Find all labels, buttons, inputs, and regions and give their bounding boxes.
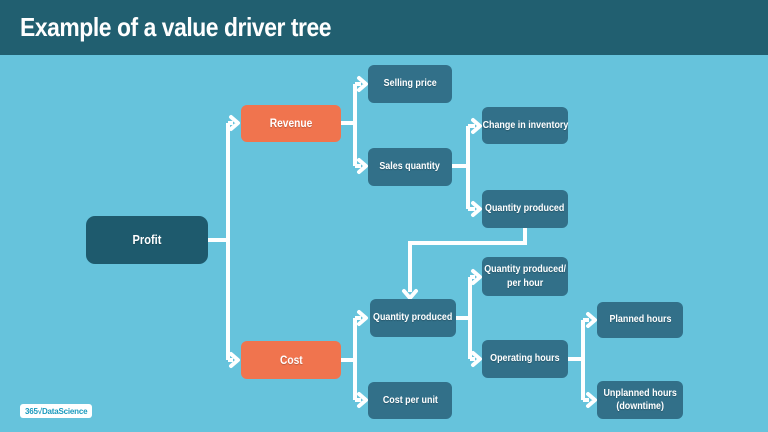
node-quantity-produced-per-hour: Quantity produced/ per hour [482, 257, 568, 296]
node-sales-quantity: Sales quantity [368, 148, 452, 186]
node-selling-price-label: Selling price [383, 77, 437, 90]
node-selling-price: Selling price [368, 65, 452, 103]
brand-logo-text: 365√DataScience [25, 406, 88, 416]
node-quantity-produced-sales: Quantity produced [482, 190, 568, 228]
node-quantity-produced-per-hour-label: Quantity produced/ per hour [484, 263, 566, 289]
node-cost: Cost [241, 341, 341, 379]
node-change-in-inventory-label: Change in inventory [482, 118, 568, 131]
node-planned-hours: Planned hours [597, 302, 683, 338]
node-revenue-label: Revenue [269, 116, 313, 130]
node-operating-hours: Operating hours [482, 340, 568, 378]
node-quantity-produced-cost: Quantity produced [370, 299, 456, 337]
node-profit-label: Profit [132, 231, 162, 247]
node-change-in-inventory: Change in inventory [482, 107, 568, 144]
node-planned-hours-label: Planned hours [609, 313, 671, 326]
node-unplanned-hours-label: Unplanned hours (downtime) [603, 386, 677, 412]
node-cost-per-unit-label: Cost per unit [382, 393, 438, 406]
title-bar: Example of a value driver tree [0, 0, 768, 55]
node-cost-label: Cost [279, 352, 303, 367]
node-revenue: Revenue [241, 105, 341, 142]
node-quantity-produced-sales-label: Quantity produced [485, 202, 565, 215]
node-cost-per-unit: Cost per unit [368, 382, 452, 419]
node-quantity-produced-cost-label: Quantity produced [373, 311, 453, 324]
node-unplanned-hours: Unplanned hours (downtime) [597, 381, 683, 419]
brand-logo: 365√DataScience [20, 404, 93, 418]
node-sales-quantity-label: Sales quantity [379, 160, 441, 173]
node-profit: Profit [86, 216, 208, 264]
node-operating-hours-label: Operating hours [490, 352, 560, 365]
slide-title: Example of a value driver tree [20, 12, 332, 42]
